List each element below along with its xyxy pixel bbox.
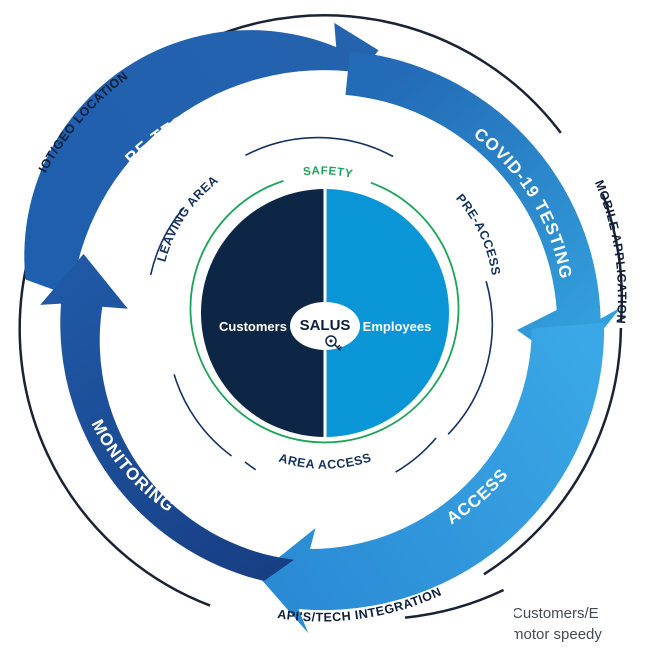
outer-ring-arc-right xyxy=(483,327,623,576)
middle-ring-arc xyxy=(244,461,257,471)
monitoring-arrow xyxy=(40,253,295,581)
outer-ring-arc-api xyxy=(404,588,505,619)
outer-ring-arc-mobile xyxy=(601,193,624,323)
customers-half xyxy=(201,189,325,437)
employees-half xyxy=(325,189,449,437)
caption-line-2: motor speedy xyxy=(514,626,602,643)
safety-ring xyxy=(189,180,460,444)
middle-ring-arc xyxy=(395,437,437,473)
middle-ring-arc xyxy=(173,374,233,457)
salus-logo-text: SALUS xyxy=(300,317,351,334)
caption-line-1: Customers/E xyxy=(514,605,599,622)
salus-logo-badge xyxy=(290,302,360,350)
middle-ring-arc xyxy=(245,136,394,158)
middle-ring-arc xyxy=(447,281,494,435)
leaving-area-label: LEAVING AREA xyxy=(155,173,221,263)
retesting-arrow xyxy=(24,22,379,297)
pre-access-label: PRE-ACCESS xyxy=(453,191,503,276)
middle-ring xyxy=(149,136,494,473)
access-arrow xyxy=(257,322,605,634)
safety-label: SAFETY xyxy=(303,165,354,181)
outer-ring-arc-left xyxy=(18,229,211,607)
middle-ring-arc xyxy=(149,206,185,276)
key-icon xyxy=(325,335,342,351)
employees-label: Employees xyxy=(363,319,432,334)
area-access-label: AREA ACCESS xyxy=(277,450,373,471)
customers-label: Customers xyxy=(219,319,287,334)
caption-text: Customers/E motor speedy xyxy=(514,603,647,647)
